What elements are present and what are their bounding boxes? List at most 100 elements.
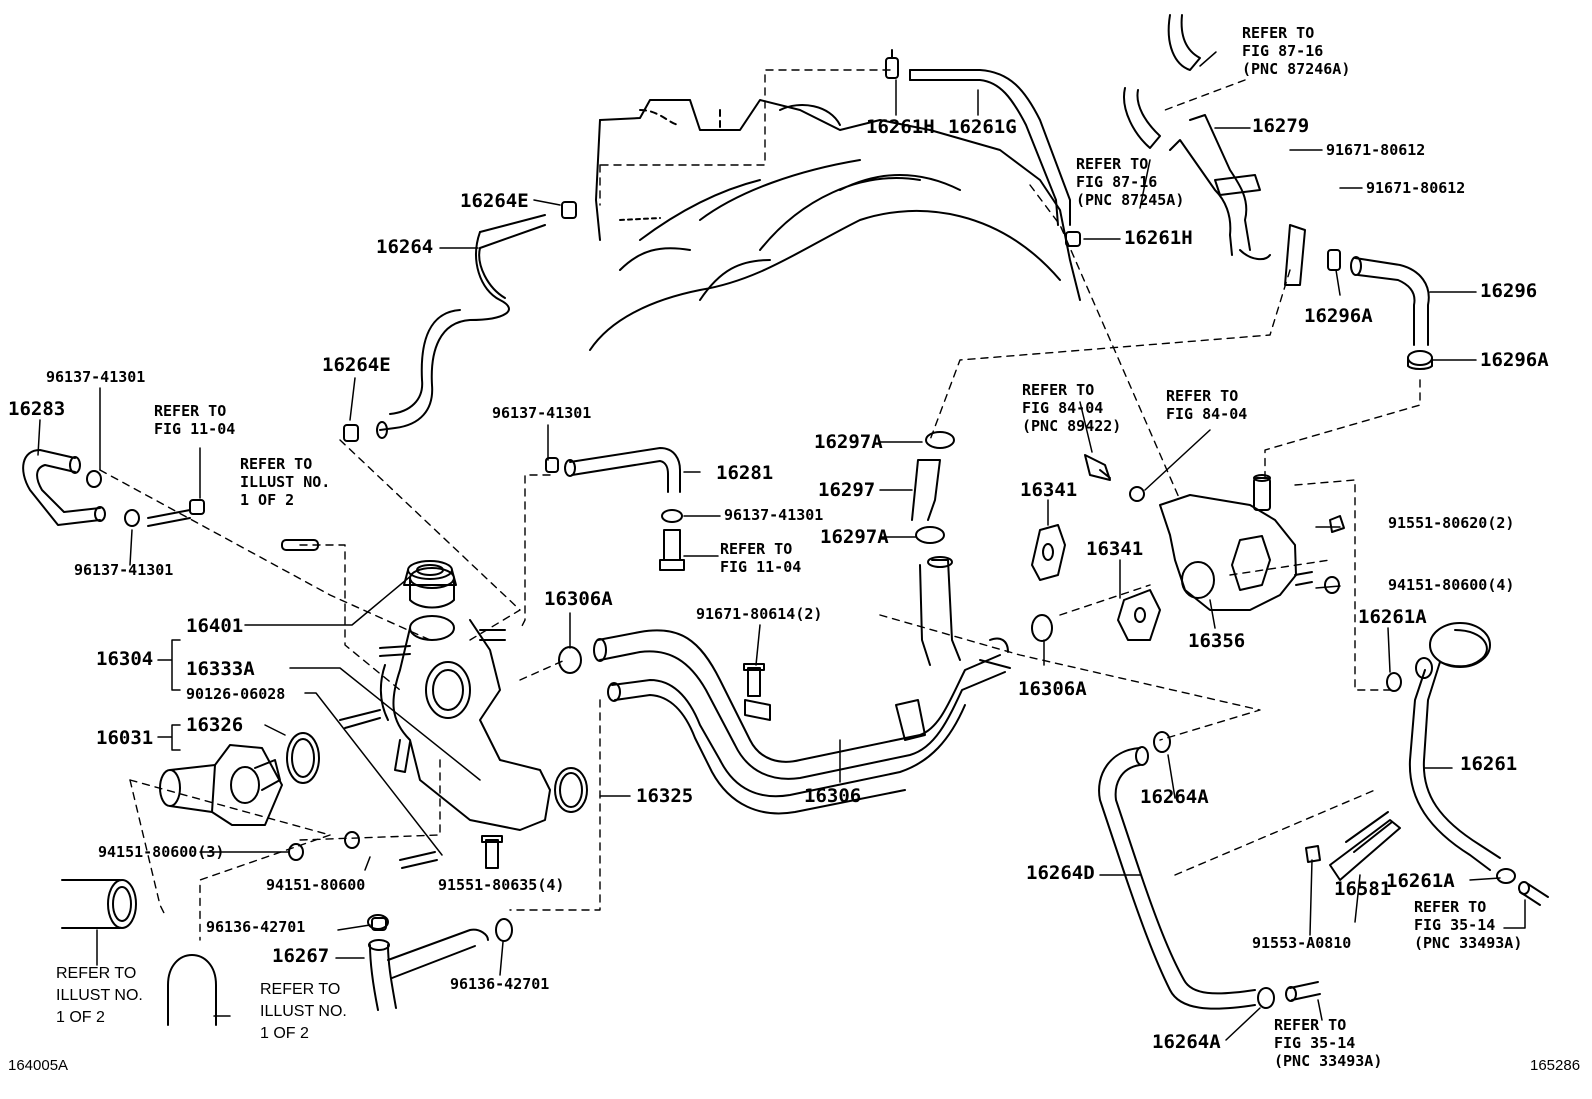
- gasket-16325: [554, 767, 588, 813]
- clamp-96137-a: [86, 470, 102, 488]
- sensor-89422: [1084, 454, 1111, 481]
- gasket-16306A-b: [1031, 614, 1053, 642]
- hose-87245A: [1123, 87, 1161, 149]
- nut-94151-80600: [344, 831, 360, 849]
- pipe-33493A-a: [1518, 881, 1549, 906]
- hose-16281: [564, 447, 681, 493]
- label-16297A-a: 16297A: [814, 431, 883, 453]
- clamp-16261H-top: [885, 49, 899, 79]
- label-96137-41301-a: 96137-41301: [46, 368, 146, 386]
- pipe-33493A-b: [1285, 981, 1321, 1002]
- label-16264: 16264: [376, 236, 434, 258]
- label-16306: 16306: [804, 785, 862, 807]
- gasket-16306A-a: [558, 646, 582, 674]
- label-16261G: 16261G: [948, 116, 1017, 138]
- label-16333A: 16333A: [186, 658, 255, 680]
- note-illust-1-of-2-top: REFER TO ILLUST NO. 1 OF 2: [240, 455, 331, 509]
- nut-94151-80600-4: [1324, 576, 1340, 594]
- note-fig-87-16-pnc-87245a: REFER TO FIG 87-16 (PNC 87245A): [1076, 155, 1185, 209]
- dashed-leader-lines: [99, 69, 1421, 941]
- label-94151-80600-3: 94151-80600(3): [98, 843, 225, 861]
- note-fig-87-16-pnc-87246a: REFER TO FIG 87-16 (PNC 87246A): [1242, 24, 1351, 78]
- clamp-16261A-b: [1496, 868, 1516, 884]
- pipe-16306: [593, 556, 1011, 815]
- plug-fig84: [1129, 486, 1145, 502]
- short-hose-illust: [281, 539, 319, 551]
- label-91553-A0810: 91553-A0810: [1252, 934, 1352, 952]
- bolt-91553-A0810: [1305, 845, 1321, 863]
- label-16267: 16267: [272, 945, 330, 967]
- gasket-16341-b: [1117, 589, 1161, 641]
- clamp-16297A-a: [925, 431, 955, 449]
- bolt-91671-80614: [743, 663, 765, 697]
- hose-16264: [376, 214, 546, 439]
- clamp-16264E-top: [561, 201, 577, 219]
- label-16261H-top: 16261H: [866, 116, 935, 138]
- label-16341-b: 16341: [1086, 538, 1144, 560]
- label-16581: 16581: [1334, 878, 1392, 900]
- hose-16264D: [1098, 746, 1256, 1010]
- note-fig-11-04-left: REFER TO FIG 11-04: [154, 402, 236, 438]
- note-fig-11-04-center: REFER TO FIG 11-04: [720, 540, 802, 576]
- hose-16283: [22, 449, 106, 526]
- pipe-fitting-fig11: [147, 499, 205, 527]
- solid-leaders: [37, 51, 1526, 1041]
- note-fig-35-14-bottom: REFER TO FIG 35-14 (PNC 33493A): [1274, 1016, 1383, 1070]
- label-91671-80614: 91671-80614(2): [696, 605, 823, 623]
- label-90126-06028: 90126-06028: [186, 685, 286, 703]
- label-16264A-a: 16264A: [1140, 786, 1209, 808]
- label-16264E-low: 16264E: [322, 354, 391, 376]
- note-fig-84-04-pnc-89422: REFER TO FIG 84-04 (PNC 89422): [1022, 381, 1122, 435]
- label-91551-80620: 91551-80620(2): [1388, 514, 1515, 532]
- hose-refer-illust-mid: [167, 954, 217, 1026]
- clamp-96136-a: [371, 917, 387, 931]
- label-96137-41301-c: 96137-41301: [492, 404, 592, 422]
- hose-refer-illust-left: [61, 879, 137, 929]
- stud-90126: [399, 851, 438, 869]
- label-16296A-b: 16296A: [1480, 349, 1549, 371]
- gasket-16341-a: [1031, 524, 1066, 581]
- label-16306A-a: 16306A: [544, 588, 613, 610]
- clamp-96137-b: [124, 509, 140, 527]
- label-16261H-mid: 16261H: [1124, 227, 1193, 249]
- thermostat-housing-16031: [159, 744, 283, 826]
- water-outlet-16356: [1159, 474, 1313, 611]
- label-96136-42701-a: 96136-42701: [206, 918, 306, 936]
- label-16264E-top: 16264E: [460, 190, 529, 212]
- clamp-16296A-b: [1407, 350, 1433, 370]
- label-96137-41301-d: 96137-41301: [724, 506, 824, 524]
- diagram-code-right: 165286: [1530, 1057, 1581, 1074]
- bolt-91551-80620: [1329, 515, 1345, 533]
- label-16031: 16031: [96, 727, 154, 749]
- label-16297A-b: 16297A: [820, 526, 889, 548]
- clamp-16264E-low: [343, 424, 359, 442]
- clamp-16261A-a: [1386, 672, 1402, 692]
- diagram-code-left: 164005A: [8, 1057, 69, 1074]
- label-96136-42701-b: 96136-42701: [450, 975, 550, 993]
- label-16304: 16304: [96, 648, 154, 670]
- clamp-96137-c: [545, 457, 559, 473]
- label-16296: 16296: [1480, 280, 1538, 302]
- cap-16401: [403, 560, 457, 586]
- label-16296A-a: 16296A: [1304, 305, 1373, 327]
- label-16341-a: 16341: [1020, 479, 1078, 501]
- bolt-91551-80635: [481, 835, 503, 869]
- hose-87246A: [1167, 14, 1201, 71]
- label-16281: 16281: [716, 462, 774, 484]
- bolt-fig11: [659, 529, 685, 571]
- clamp-16296A-a: [1327, 249, 1341, 271]
- label-16261A-a: 16261A: [1358, 606, 1427, 628]
- label-16264D: 16264D: [1026, 862, 1095, 884]
- label-16261A-b: 16261A: [1386, 870, 1455, 892]
- label-16306A-b: 16306A: [1018, 678, 1087, 700]
- label-16264A-b: 16264A: [1152, 1031, 1221, 1053]
- water-pump-16304: [339, 567, 551, 831]
- gasket-16326: [286, 732, 320, 784]
- pipe-16279: [1169, 114, 1306, 286]
- bracket-16581: [1329, 811, 1401, 881]
- clamp-96137-d: [661, 509, 683, 523]
- note-fig-84-04: REFER TO FIG 84-04: [1166, 387, 1248, 423]
- clamp-16264A-a: [1153, 731, 1171, 753]
